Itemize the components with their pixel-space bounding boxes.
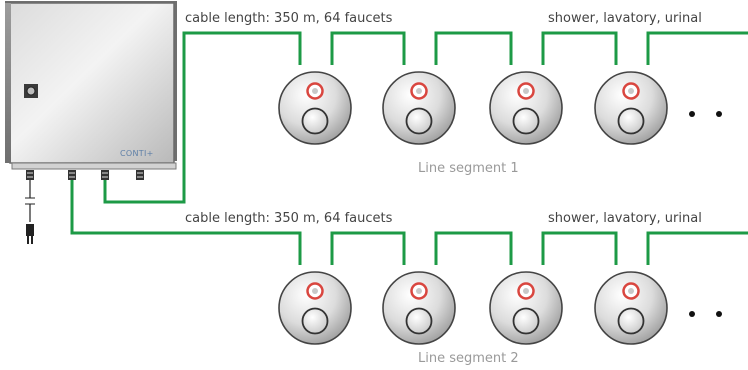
cable-gland-icon [26, 170, 34, 180]
segment-2-faucet-label: shower, lavatory, urinal [548, 211, 702, 226]
segment-1-cable [103, 31, 748, 204]
controller-box-side [5, 3, 11, 163]
power-cord [25, 180, 35, 244]
controller-brand-label: CONTI+ [120, 149, 154, 158]
cable-gland-icon [101, 170, 109, 180]
cable-wires [70, 31, 748, 265]
cable-gland-icon [136, 170, 144, 180]
sensor-button-icon [512, 107, 540, 135]
segment-2-name: Line segment 2 [418, 351, 519, 366]
ellipsis-dots-icon [689, 111, 722, 117]
sensor-button-icon [617, 107, 645, 135]
segment-2-faucets [278, 271, 722, 345]
segment-2-cable [70, 180, 748, 265]
segment-2-cable-label: cable length: 350 m, 64 faucets [185, 211, 393, 226]
faucet-groups [278, 71, 722, 345]
faucet-icon [594, 271, 668, 345]
power-plug-icon [26, 224, 34, 244]
faucet-icon [278, 271, 352, 345]
controller-box: CONTI+ [5, 1, 177, 170]
segment-1-faucets [278, 71, 722, 145]
sensor-button-icon [301, 107, 329, 135]
sensor-button-icon [512, 307, 540, 335]
faucet-icon [489, 71, 563, 145]
sensor-button-icon [405, 107, 433, 135]
segment-1-faucet-label: shower, lavatory, urinal [548, 11, 702, 26]
faucet-icon [382, 71, 456, 145]
cable-gland-icon [68, 170, 76, 180]
faucet-icon [594, 71, 668, 145]
controller-box-front [9, 2, 175, 164]
faucet-icon [278, 71, 352, 145]
controller-base [11, 162, 177, 170]
sensor-button-icon [617, 307, 645, 335]
faucet-icon [489, 271, 563, 345]
ellipsis-dots-icon [689, 311, 722, 317]
cable-glands [26, 170, 144, 180]
segment-1-cable-label: cable length: 350 m, 64 faucets [185, 11, 393, 26]
faucet-icon [382, 271, 456, 345]
sensor-button-icon [405, 307, 433, 335]
segment-1-name: Line segment 1 [418, 161, 519, 176]
sensor-button-icon [301, 307, 329, 335]
